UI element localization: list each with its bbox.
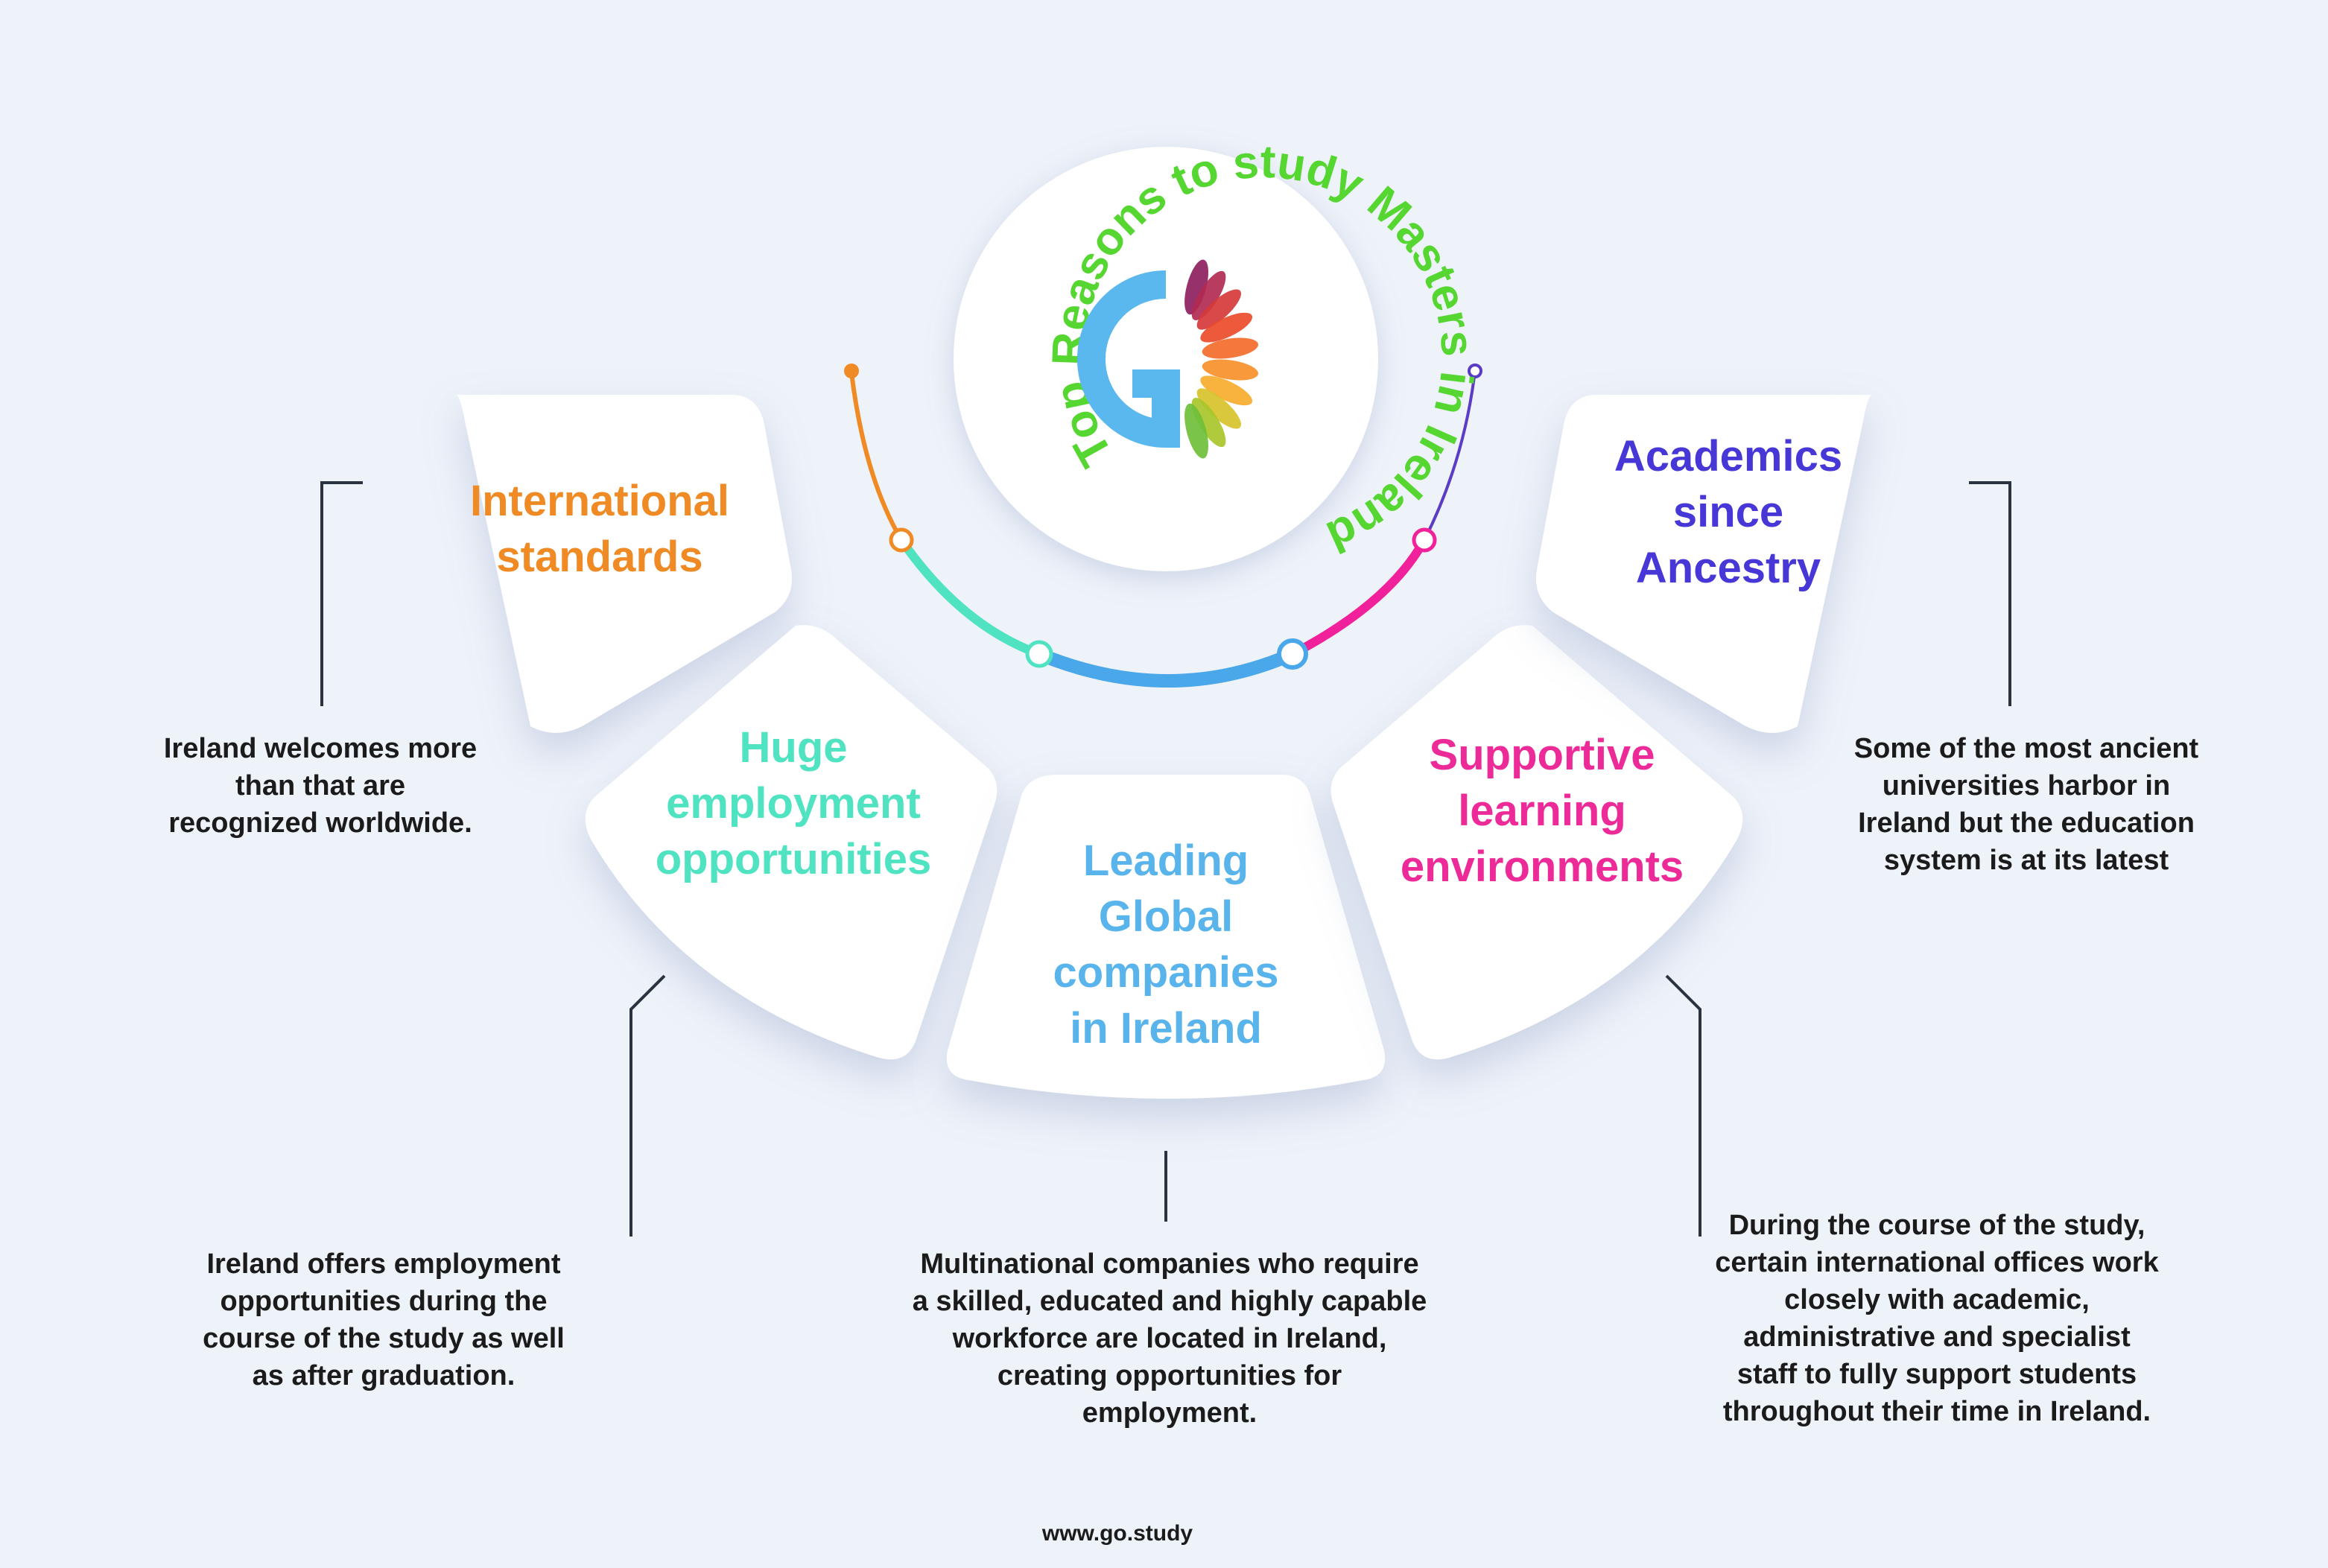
reason-desc-line: recognized worldwide. [168, 807, 472, 839]
logo-petal [1202, 337, 1258, 359]
logo-petal [1196, 388, 1241, 429]
arc-node-4 [1412, 527, 1437, 553]
title-circle [954, 147, 1378, 571]
logo-petal [1200, 375, 1253, 406]
reason-desc-international: Ireland welcomes more than that are recogn… [119, 730, 521, 842]
card-leading-global [946, 775, 1386, 1099]
arc-node-2 [1025, 640, 1053, 668]
card-international-standards [456, 395, 793, 733]
reason-desc-line: Some of the most ancient [1853, 733, 2199, 764]
reason-title-line: Supportive [1429, 731, 1655, 779]
arc-segment-teal [897, 536, 1044, 658]
arc-dot-end [1468, 364, 1482, 378]
connector-international [320, 481, 363, 706]
reason-desc-line: as after graduation. [252, 1360, 516, 1391]
logo-petal [1202, 359, 1258, 381]
reason-title-international: International standards [413, 473, 786, 585]
arc-segment-blue [1033, 647, 1299, 688]
reason-desc-line: employment. [1082, 1397, 1257, 1429]
reason-title-line: in Ireland [1070, 1004, 1262, 1053]
reason-title-line: International [469, 477, 730, 525]
card-supportive-learning [1330, 625, 1743, 1060]
reason-desc-line: closely with academic, [1784, 1284, 2090, 1315]
reason-title-line: companies [1053, 948, 1279, 997]
card-academics-ancestry [1535, 395, 1872, 733]
reason-desc-line: universities harbor in [1882, 770, 2171, 802]
logo-petal [1191, 398, 1226, 448]
progress-arc [844, 364, 1482, 688]
reason-desc-line: workforce are located in Ireland, [952, 1323, 1387, 1354]
reason-title-line: opportunities [655, 835, 932, 883]
reason-desc-supportive: During the course of the study, certain i… [1669, 1207, 2205, 1430]
reason-desc-employment: Ireland offers employment opportunities d… [149, 1245, 618, 1394]
connector-employment [629, 974, 666, 1237]
reason-desc-line: a skilled, educated and highly capable [912, 1286, 1427, 1317]
reason-desc-line: Multinational companies who require [920, 1248, 1419, 1280]
reason-title-line: Huge [739, 723, 848, 772]
go-study-logo [1077, 259, 1258, 459]
arc-segment-purple [1423, 369, 1477, 542]
logo-petal [1196, 289, 1241, 330]
reason-desc-line: Ireland offers employment [206, 1248, 561, 1280]
arc-segment-orange [849, 370, 904, 542]
reason-title-line: environments [1400, 842, 1684, 891]
reason-desc-line: Ireland welcomes more [163, 733, 478, 764]
reason-desc-line: certain international offices work [1715, 1247, 2159, 1278]
logo-petal [1184, 259, 1208, 315]
logo-petals [1184, 259, 1258, 459]
connector-academics [1969, 481, 2011, 706]
reason-desc-line: throughout their time in Ireland. [1722, 1396, 2151, 1427]
reason-desc-line: During the course of the study, [1728, 1210, 2145, 1241]
reason-desc-line: creating opportunities for [997, 1360, 1342, 1391]
reason-desc-line: Ireland but the education [1858, 807, 2195, 839]
arc-dot-start [844, 364, 859, 378]
reason-desc-leading: Multinational companies who require a ski… [860, 1245, 1479, 1432]
arc-node-3 [1277, 638, 1308, 670]
reason-title-line: Leading [1082, 837, 1249, 885]
arc-segment-pink [1288, 536, 1429, 658]
reason-title-line: learning [1458, 787, 1626, 835]
card-huge-employment [585, 625, 998, 1060]
reason-desc-academics: Some of the most ancient universities har… [1803, 730, 2250, 879]
reason-title-employment: Huge employment opportunities [607, 720, 980, 887]
reason-desc-line: system is at its latest [1883, 845, 2169, 876]
reason-title-supportive: Supportive learning environments [1356, 727, 1728, 895]
reason-title-line: Ancestry [1635, 544, 1821, 592]
reason-desc-line: staff to fully support students [1737, 1359, 2137, 1390]
reason-desc-line: course of the study as well [203, 1323, 565, 1354]
reason-desc-line: than that are [235, 770, 406, 802]
connector-supportive [1665, 974, 1701, 1237]
reason-desc-line: opportunities during the [220, 1286, 548, 1317]
reason-title-line: employment [666, 779, 921, 828]
arc-node-1 [889, 527, 914, 553]
reason-desc-line: administrative and specialist [1743, 1321, 2131, 1353]
logo-petal [1184, 403, 1208, 459]
reason-title-line: since [1672, 488, 1784, 536]
reason-title-line: Global [1098, 892, 1234, 941]
footer-url[interactable]: www.go.study [1041, 1521, 1193, 1546]
logo-petal [1200, 312, 1253, 343]
reason-title-line: Academics [1614, 432, 1843, 480]
logo-g-letter [1077, 270, 1180, 448]
logo-petal [1191, 270, 1226, 320]
reason-title-line: standards [496, 533, 703, 581]
connector-lines [320, 481, 2011, 1237]
